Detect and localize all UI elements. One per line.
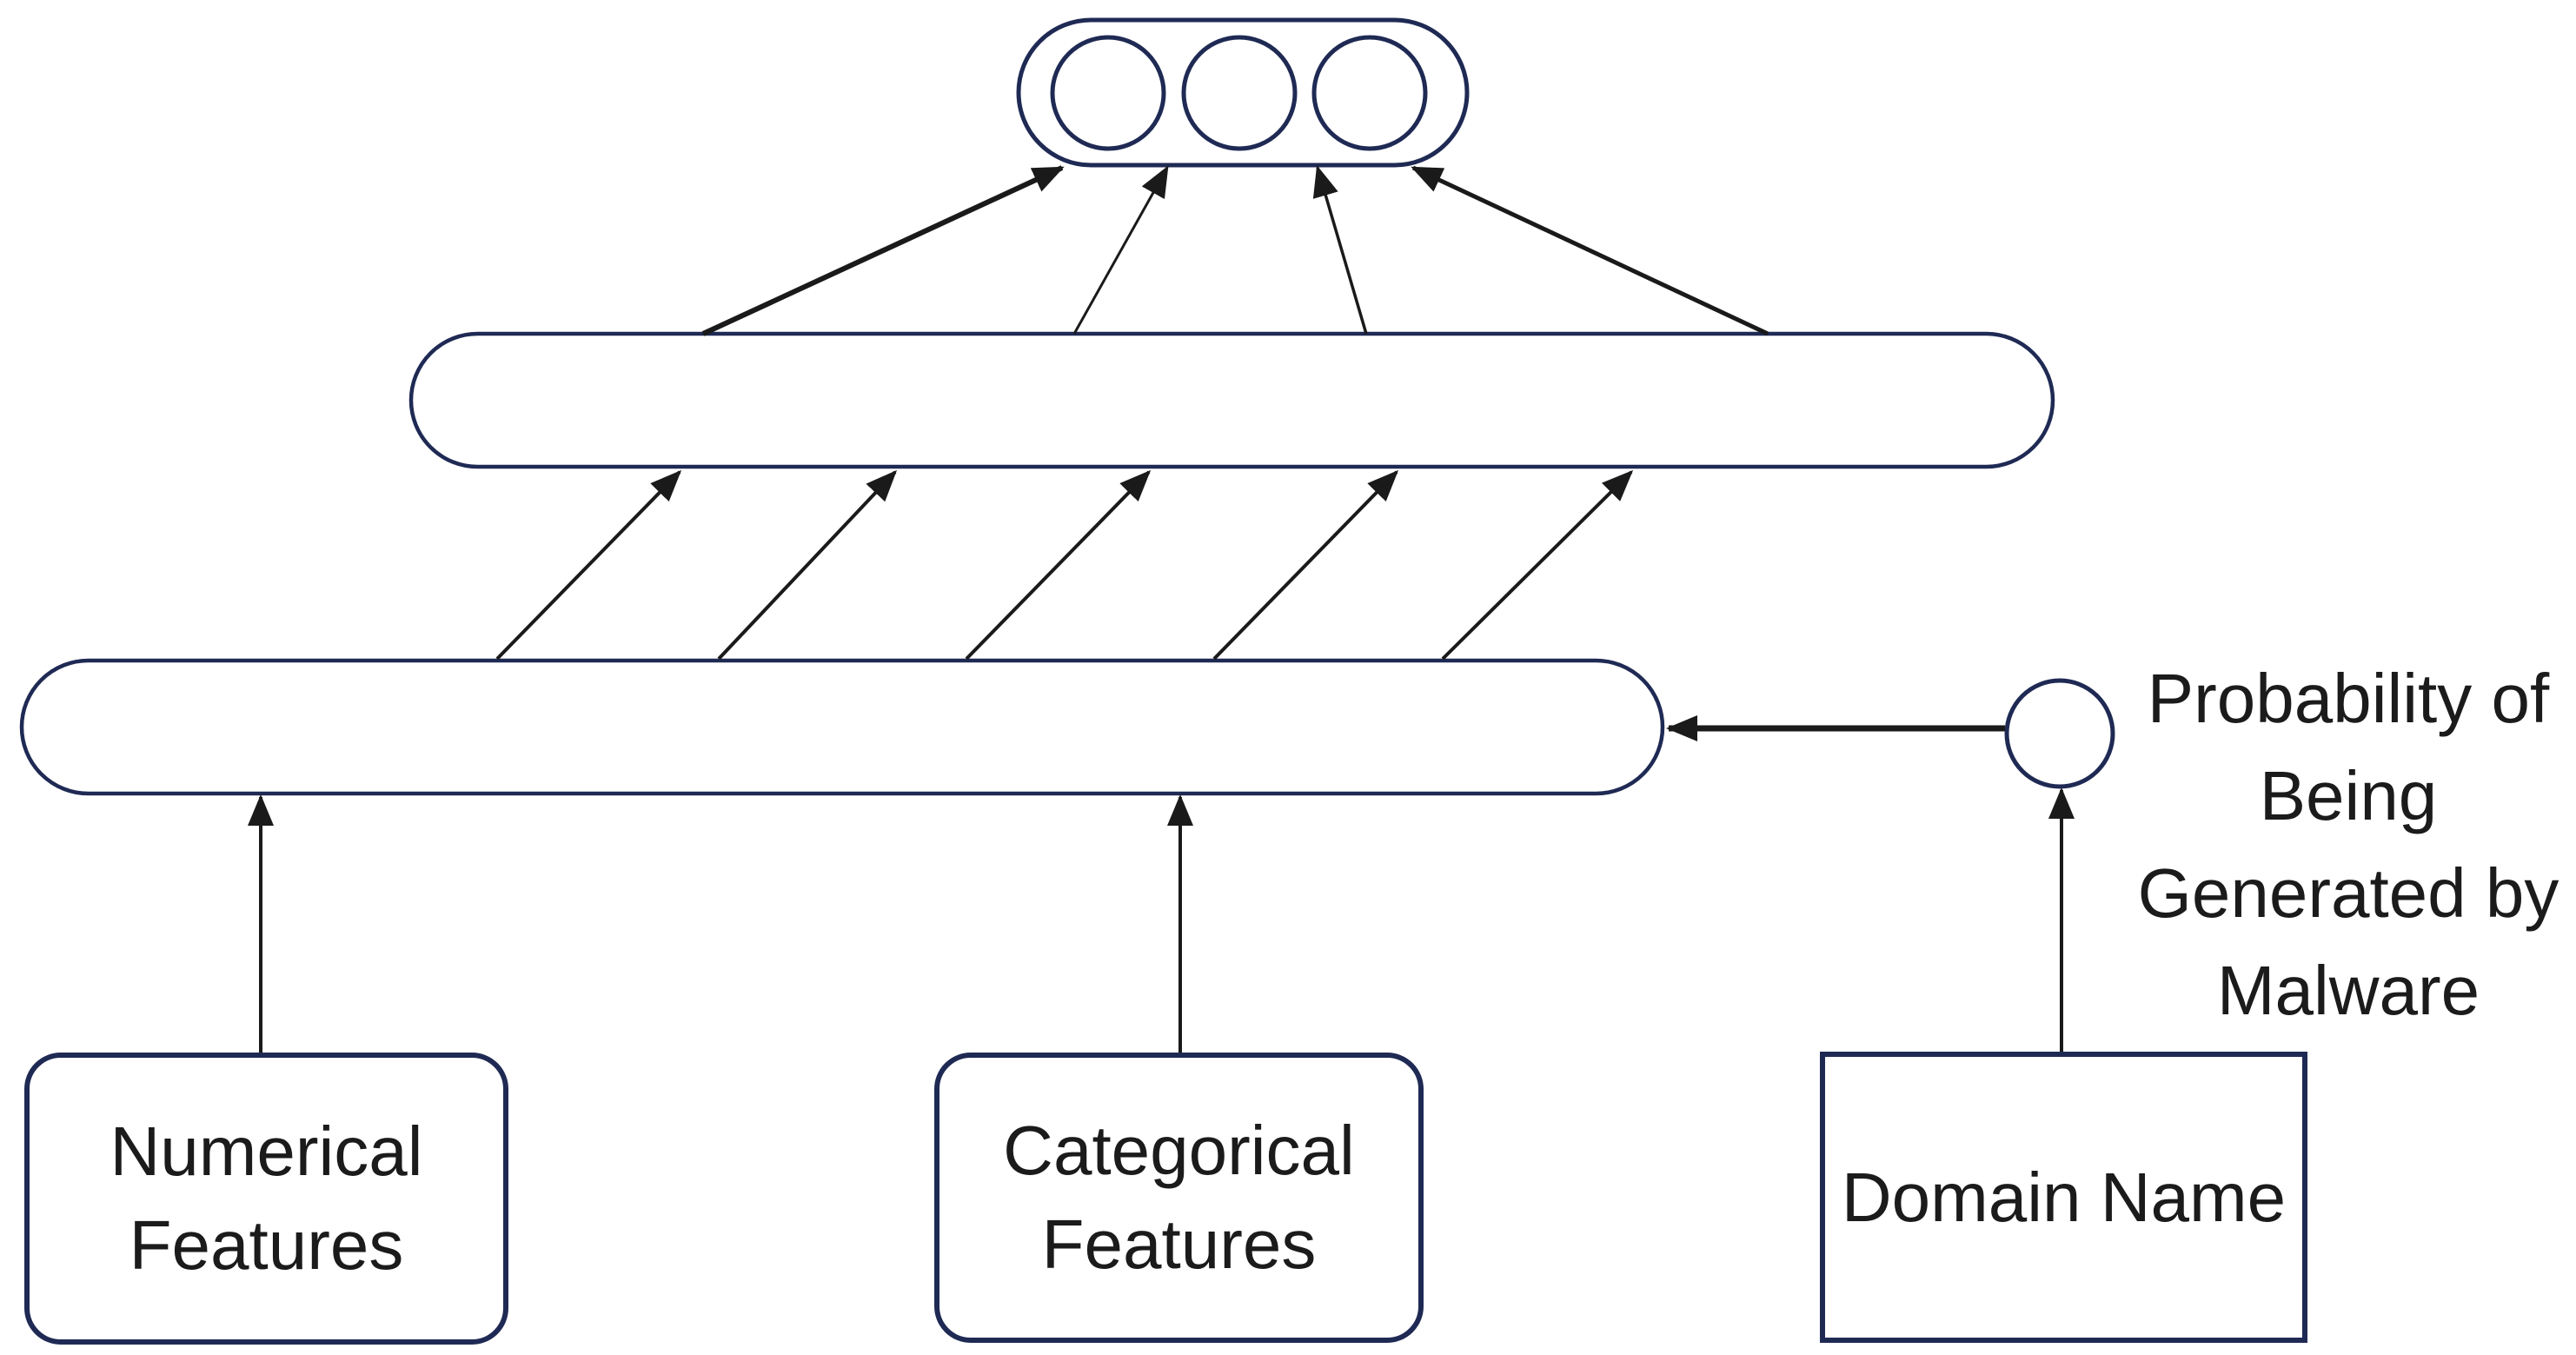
arrow-hidden-to-output-4	[1411, 165, 1769, 336]
output-unit-circle-2	[1181, 35, 1298, 151]
categorical-features-label: Categorical Features	[1003, 1112, 1355, 1283]
probability-caption: Probability of Being Generated by Malwar…	[2137, 660, 2559, 1029]
arrow-hidden-to-output-2	[1072, 165, 1169, 335]
arrow-input-to-hidden-4	[1212, 469, 1399, 661]
numerical-features-box: Numerical Features	[24, 1053, 508, 1345]
domain-name-box: Domain Name	[1820, 1052, 2307, 1343]
output-unit-circle-3	[1311, 35, 1428, 151]
arrow-input-to-hidden-3	[965, 469, 1152, 661]
arrow-input-to-hidden-2	[717, 469, 898, 661]
arrow-input-to-hidden-5	[1441, 469, 1634, 661]
arrow-hidden-to-output-1	[701, 165, 1065, 336]
input-layer-pill	[19, 658, 1665, 796]
output-layer-pill	[1016, 17, 1470, 168]
numerical-features-label: Numerical Features	[110, 1113, 423, 1284]
arrow-input-to-hidden-1	[495, 469, 682, 661]
domain-name-label: Domain Name	[1841, 1158, 2287, 1236]
output-unit-circle-1	[1050, 35, 1166, 151]
categorical-features-box: Categorical Features	[934, 1053, 1424, 1343]
probability-node-circle	[2004, 678, 2115, 789]
arrow-hidden-to-output-3	[1312, 165, 1368, 335]
hidden-layer-pill	[408, 331, 2055, 469]
